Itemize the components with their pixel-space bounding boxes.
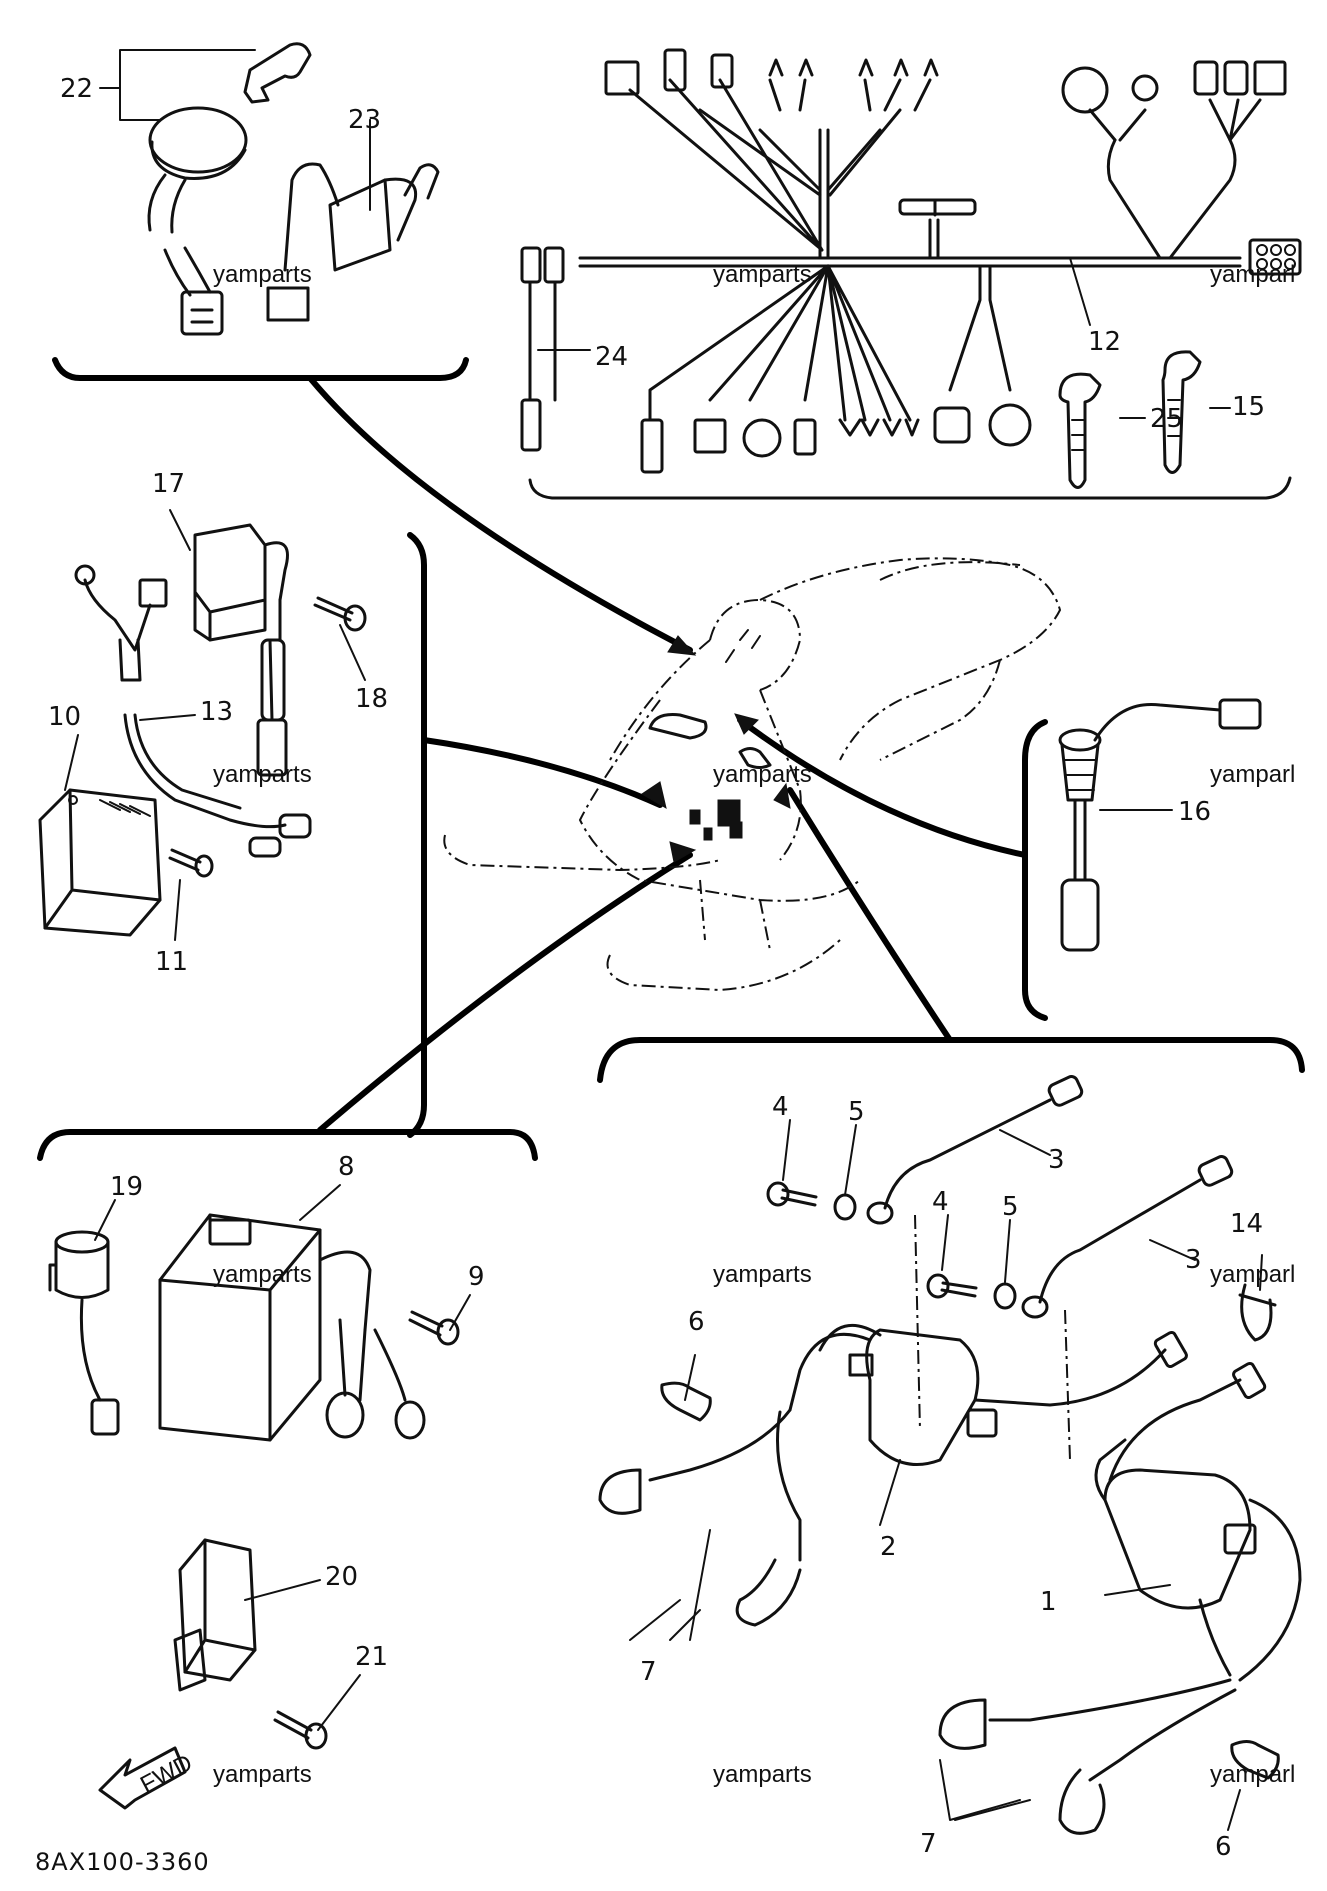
part-number: 25: [1150, 404, 1183, 434]
watermark: yamparts: [713, 261, 812, 288]
frame-fuel-sender: [1022, 719, 1048, 1021]
fuel-sender: [1058, 698, 1262, 952]
part-number: 6: [1215, 1832, 1232, 1862]
leader-rectifier: [421, 737, 663, 808]
watermark: yamparts: [713, 1261, 812, 1288]
leader-cdi: [317, 852, 693, 1133]
frame-rectifier-group: [407, 532, 427, 1138]
clamps: [660, 1283, 1280, 1780]
screw-11: [168, 848, 214, 878]
part-number: 16: [1178, 797, 1211, 827]
screw-21: [273, 1710, 328, 1750]
multi-pin-connector: [1061, 66, 1109, 114]
part-number: 14: [1230, 1209, 1263, 1239]
group-frames: [37, 357, 1305, 1161]
watermark: yamparl: [1210, 1761, 1295, 1788]
arrow-head: [641, 781, 667, 810]
arrow-head: [667, 635, 697, 656]
frame-main-switch: [52, 357, 469, 381]
part-number: 3: [1185, 1245, 1202, 1275]
harness-clips: [1058, 350, 1202, 489]
part-number: 20: [325, 1562, 358, 1592]
part-number: 7: [920, 1829, 937, 1859]
spark-plug-caps: [598, 1408, 1237, 1835]
toggle-switch: [266, 119, 440, 322]
relay: [74, 523, 289, 777]
part-number: 7: [640, 1657, 657, 1687]
watermark: yamparl: [1210, 761, 1295, 788]
leader-main-switch: [307, 375, 693, 653]
watermark: yamparl: [1210, 1261, 1295, 1288]
cdi-unit: [158, 1213, 426, 1442]
regulator-20: [173, 1538, 257, 1692]
part-number: 15: [1232, 392, 1265, 422]
leader-lines: [307, 375, 1028, 1133]
part-number: 17: [152, 469, 185, 499]
leader-ignition: [787, 787, 953, 1043]
snowmobile-outline: [443, 557, 1062, 992]
part-number: 8: [338, 1152, 355, 1182]
arrow-head: [734, 713, 759, 735]
part-number-labels: 22 23 24 12 25 15 17 18 13 10 11 16 19 8…: [48, 74, 1265, 1862]
part-number: 13: [200, 697, 233, 727]
wire-harness: [520, 48, 1302, 474]
part-number: 6: [688, 1307, 705, 1337]
key-icon: [243, 42, 312, 104]
fwd-arrow-icon: FWD: [98, 1746, 197, 1810]
watermark: yamparts: [713, 761, 812, 788]
ignition-coil-2: [788, 1323, 1188, 1466]
part-number: 5: [1002, 1192, 1019, 1222]
arrow-head: [669, 841, 697, 863]
diagram-code: 8AX100-3360: [35, 1848, 210, 1876]
part-number: 4: [772, 1092, 789, 1122]
watermark: yamparts: [213, 761, 312, 788]
wire-13: [123, 713, 312, 858]
part-number: 10: [48, 702, 81, 732]
part-number: 23: [348, 105, 381, 135]
part-number: 21: [355, 1642, 388, 1672]
part-number: 1: [1040, 1587, 1057, 1617]
part-number: 9: [468, 1262, 485, 1292]
screw-9: [408, 1310, 460, 1346]
leader-fuel-sender: [737, 717, 1028, 858]
part-number: 18: [355, 684, 388, 714]
ground-leads: [766, 1075, 1234, 1461]
watermark: yamparts: [213, 1261, 312, 1288]
clip-25: [1058, 372, 1102, 489]
part-number: 19: [110, 1172, 143, 1202]
watermark: yamparts: [713, 1761, 812, 1788]
part-number: 3: [1048, 1145, 1065, 1175]
clip-15: [1161, 350, 1202, 474]
frame-wire-harness: [528, 476, 1292, 500]
watermarks: yamparts yamparts yamparl yamparts yampa…: [213, 261, 1295, 1788]
part-number: 2: [880, 1532, 897, 1562]
part-number: 11: [155, 947, 188, 977]
part-number: 22: [60, 74, 93, 104]
watermark: yamparl: [1210, 261, 1295, 288]
frame-ignition-group: [597, 1037, 1305, 1083]
watermark: yamparts: [213, 1761, 312, 1788]
part-number: 5: [848, 1097, 865, 1127]
frame-cdi-group: [37, 1129, 538, 1161]
watermark: yamparts: [213, 261, 312, 288]
ignition-coil-1: [1094, 1361, 1302, 1682]
harness-location-icon: [648, 713, 708, 740]
callout-leaders: [64, 119, 1263, 1831]
cdi-location-icon: [717, 799, 741, 827]
part-number: 12: [1088, 327, 1121, 357]
part-number: 24: [595, 342, 628, 372]
part-number: 4: [932, 1187, 949, 1217]
condenser: [48, 1230, 120, 1436]
bracket-22: [99, 49, 256, 121]
clip-14: [1240, 1283, 1273, 1342]
main-switch: [99, 42, 312, 336]
connector-icon: [325, 1391, 365, 1439]
bolt-18: [313, 596, 367, 632]
arrow-head: [773, 782, 791, 809]
toggle-lever: [403, 163, 440, 200]
fwd-label: FWD: [136, 1749, 197, 1798]
rectifier-regulator: [38, 788, 162, 937]
